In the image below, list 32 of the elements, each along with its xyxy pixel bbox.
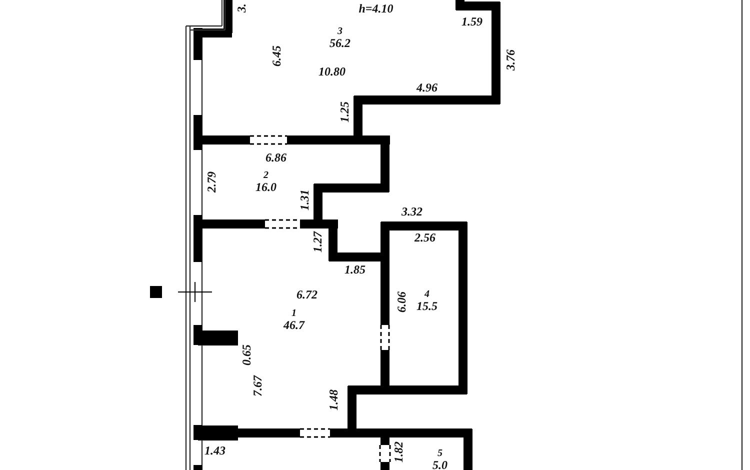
dimension-label: 3.	[236, 4, 248, 12]
dimension-label: 6.72	[296, 288, 318, 302]
dimension-label: 6.45	[270, 46, 284, 66]
dimension-label: 1.43	[204, 444, 226, 458]
dimension-label: 1.48	[328, 390, 340, 410]
dimension-label: 2.79	[206, 172, 218, 192]
dimension-label: 1.85	[344, 264, 366, 276]
dimension-label: 10.80	[318, 66, 346, 78]
room-number: 5	[438, 449, 442, 459]
dimension-label: h=4.10	[358, 2, 394, 16]
dimension-label: 4.96	[416, 82, 438, 94]
room-number: 3	[338, 27, 342, 37]
dimension-label: 3.32	[402, 206, 422, 218]
dimension-label: 2.56	[414, 232, 436, 244]
dimension-label: 6.06	[396, 292, 408, 312]
room-number: 1	[292, 309, 296, 319]
room-number: 4	[424, 290, 430, 300]
dimension-label: 3.76	[504, 50, 518, 70]
room-number: 2	[264, 171, 268, 181]
room-area: 16.0	[256, 181, 276, 193]
room-area: 56.2	[330, 37, 350, 49]
room-area: 46.7	[284, 319, 304, 331]
dimension-label: 0.65	[240, 344, 254, 366]
dimension-label: 1.25	[338, 102, 352, 122]
dimension-label: 1.59	[462, 16, 482, 28]
dimension-label: 6.86	[266, 152, 286, 164]
dimension-label: 7.67	[252, 376, 264, 396]
room-area: 5.0	[432, 459, 448, 470]
dimension-label: 1.31	[298, 190, 312, 210]
room-area: 15.5	[416, 300, 438, 312]
dimension-label: 1.82	[392, 442, 406, 462]
dimension-label: 1.27	[312, 232, 324, 252]
